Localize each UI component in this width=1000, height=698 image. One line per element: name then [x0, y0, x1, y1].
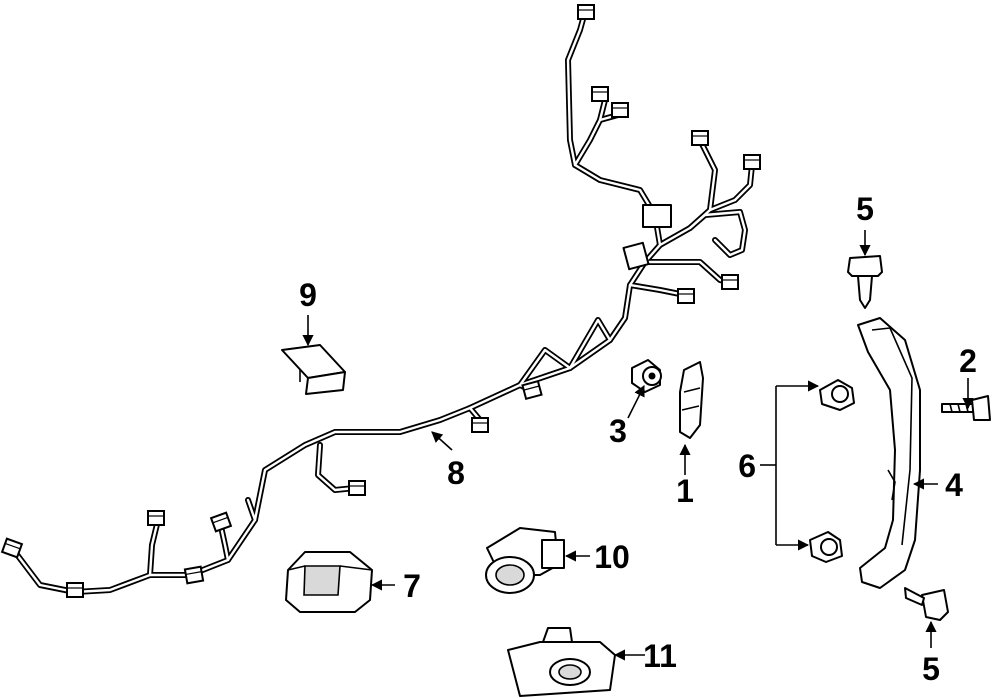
callout-9: 9 — [299, 277, 317, 313]
mounting-bracket-icon — [857, 317, 921, 589]
push-pin-retainer-icon — [847, 255, 883, 309]
retainer-nut-icon — [819, 379, 855, 411]
callout-7: 7 — [403, 568, 421, 604]
bolt-icon — [941, 395, 991, 421]
callout-8: 8 — [447, 455, 465, 491]
sensor-bracket-icon — [679, 361, 704, 439]
wiring-harness-icon — [1, 4, 761, 598]
leader-lines — [302, 230, 974, 661]
callout-11: 11 — [643, 638, 677, 674]
sensor-housing-icon — [507, 627, 616, 697]
push-pin-retainer-icon — [904, 587, 949, 621]
retainer-nut-icon — [809, 531, 843, 563]
callout-4: 4 — [945, 467, 963, 503]
callout-1: 1 — [676, 473, 694, 509]
callout-5-top: 5 — [856, 191, 874, 227]
callout-5-bottom: 5 — [922, 651, 940, 687]
callout-3: 3 — [609, 413, 627, 449]
control-module-icon — [285, 551, 373, 613]
callout-2: 2 — [959, 343, 977, 379]
park-sensor-icon — [485, 527, 565, 594]
retainer-nut-icon — [631, 359, 662, 393]
callout-10: 10 — [594, 539, 630, 575]
callout-6: 6 — [738, 448, 756, 484]
clip-bracket-icon — [281, 344, 346, 395]
